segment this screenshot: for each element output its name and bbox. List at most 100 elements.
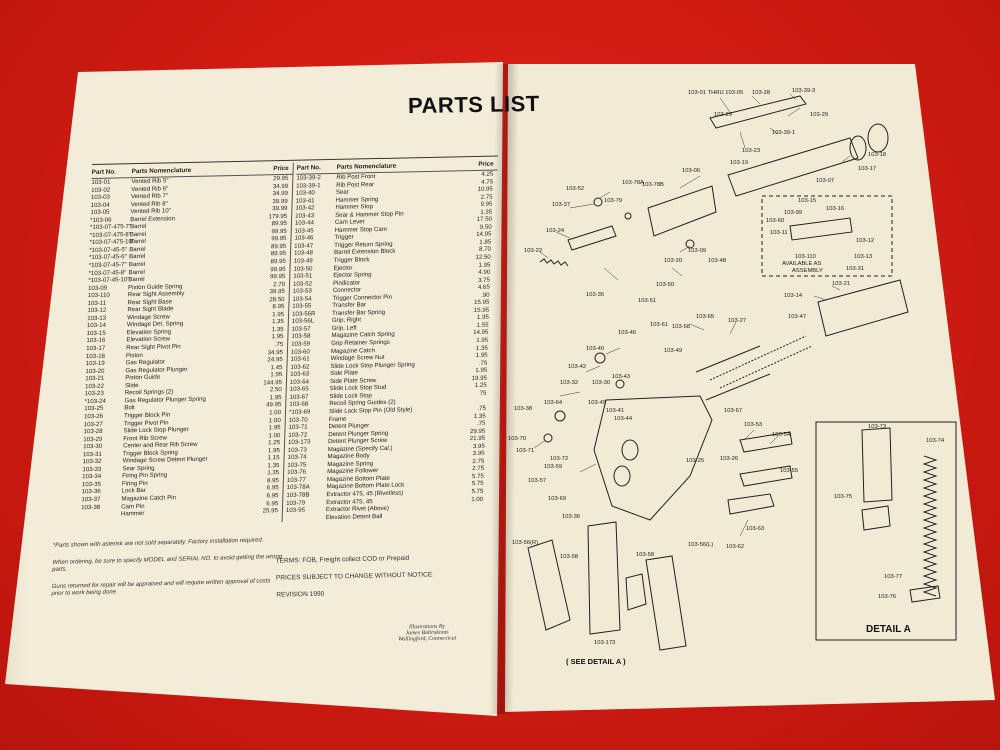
part-callout: 103-20 — [664, 258, 682, 264]
see-detail-label: ( SEE DETAIL A ) — [566, 657, 626, 666]
part-callout: 103-57 — [528, 478, 546, 484]
part-callout: 103-06 — [682, 168, 700, 174]
right-grip-drawing — [527, 539, 571, 631]
assembly-note: 103-110 AVAILABLE AS ASSEMBLY — [782, 254, 823, 274]
part-callout: 103-58 — [636, 552, 654, 558]
part-callout: 103-39-1 — [772, 130, 795, 136]
hammer-drawing — [594, 352, 606, 364]
part-callout: 103-09 — [688, 248, 706, 254]
part-callout: 103-47 — [788, 314, 806, 320]
frame-cutout-drawing — [613, 465, 631, 487]
part-callout: 103-11 — [770, 230, 788, 236]
part-callout: 103-75 — [834, 494, 852, 500]
magazine-body-drawing — [861, 427, 893, 503]
part-callout: 103-78B — [642, 182, 664, 188]
part-callout: 103-49 — [664, 348, 682, 354]
part-callout: 103-58 — [560, 554, 578, 560]
pin-drawing — [685, 239, 695, 249]
part-callout: 103-173 — [594, 640, 615, 646]
part-callout: 103-45 — [588, 400, 606, 406]
part-callout: 103-48 — [708, 258, 726, 264]
rear-sight-drawing — [789, 217, 853, 241]
part-callout: 103-22 — [524, 248, 542, 254]
part-callout: 103-14 — [784, 293, 803, 299]
assembly-note-line: ASSEMBLY — [792, 268, 823, 274]
part-callout: 103-60 — [766, 218, 784, 224]
part-callout: 103-32 — [560, 380, 578, 386]
part-callout: 103-43 — [612, 374, 630, 380]
side-plate-drawing — [727, 493, 775, 515]
part-callout: 103-54 — [772, 432, 791, 438]
part-callout: 103-73 — [868, 424, 886, 430]
cam-lever-drawing — [554, 410, 566, 422]
part-callout: 103-64 — [544, 400, 563, 406]
part-callout: 103-31 — [846, 266, 864, 272]
part-callout: 103-21 — [832, 281, 850, 287]
part-callout: 103-52 — [566, 186, 584, 192]
leader-lines — [533, 93, 851, 537]
part-callout: 103-65 — [696, 314, 714, 320]
part-callout: 103-55 — [780, 468, 798, 474]
slide-drawing — [817, 279, 909, 337]
part-callout: 103-67 — [724, 408, 742, 414]
detail-a-box — [815, 421, 957, 641]
part-callout: 103-68 — [672, 324, 690, 330]
part-callout: 103-29 — [810, 112, 828, 118]
part-callout: 103-15 — [798, 198, 816, 204]
detail-a-label: DETAIL A — [866, 624, 911, 635]
part-callout: 103-63 — [746, 526, 764, 532]
part-callout: 103-76 — [878, 594, 896, 600]
magazine-drawing — [587, 521, 621, 635]
part-callout: 103-26 — [720, 456, 738, 462]
left-grip-drawing — [645, 555, 687, 651]
part-callout: 103-72 — [550, 456, 568, 462]
part-callout: 103-18 — [868, 152, 886, 158]
assembly-note-line: AVAILABLE AS — [782, 261, 822, 267]
part-callout: 103-13 — [854, 254, 872, 260]
part-callout: 103-30 — [592, 380, 610, 386]
barrel-extension-drawing — [647, 185, 717, 237]
firing-pin-spring-drawing — [539, 258, 569, 267]
part-callout: 103-41 — [606, 408, 624, 414]
part-callout: 103-71 — [516, 448, 534, 454]
barrel-muzzle-drawing — [849, 135, 867, 161]
bolt-drawing — [567, 225, 617, 251]
part-callout: 103-28 — [752, 90, 770, 96]
sight-assembly-box — [761, 195, 893, 277]
frame-drawing — [593, 395, 713, 521]
part-callout: 103-62 — [726, 544, 744, 550]
recoil-guides-drawing — [695, 345, 771, 401]
part-callout: 103-12 — [856, 238, 874, 244]
part-callout: 103-25 — [686, 458, 704, 464]
part-callout: 103-40 — [586, 346, 604, 352]
part-callout: 103-74 — [926, 438, 945, 444]
part-callout: 103-19 — [730, 160, 748, 166]
transfer-bar-drawing — [739, 465, 793, 487]
part-callout: 103-70 — [508, 436, 526, 442]
trigger-bar-drawing — [739, 431, 793, 453]
frame-cutout-drawing — [621, 439, 639, 461]
part-callout: 103-53 — [744, 422, 762, 428]
part-callout: 103-56(R) — [512, 540, 538, 546]
magazine-spring-drawing — [922, 455, 938, 597]
part-callout: 103-38 — [514, 406, 532, 412]
part-callout: 103-36 — [562, 514, 580, 520]
part-callout: 103-50 — [656, 282, 674, 288]
magazine-bottom-plate-drawing — [909, 585, 941, 603]
part-callout: 103-78A — [622, 180, 644, 186]
vented-rib-drawing — [709, 95, 807, 129]
part-callout: 103-44 — [614, 416, 633, 422]
part-callout: 103-39-3 — [792, 88, 815, 94]
muzzle-nut-drawing — [867, 123, 889, 153]
part-callout: 103-79 — [604, 198, 622, 204]
part-callout: 103-51 — [638, 298, 656, 304]
magazine-catch-drawing — [625, 573, 647, 611]
lock-bar-drawing — [543, 433, 553, 443]
assembly-note-line: 103-110 — [795, 254, 816, 260]
part-callout: 103-61 — [650, 322, 668, 328]
part-callout: 103-07 — [816, 178, 834, 184]
